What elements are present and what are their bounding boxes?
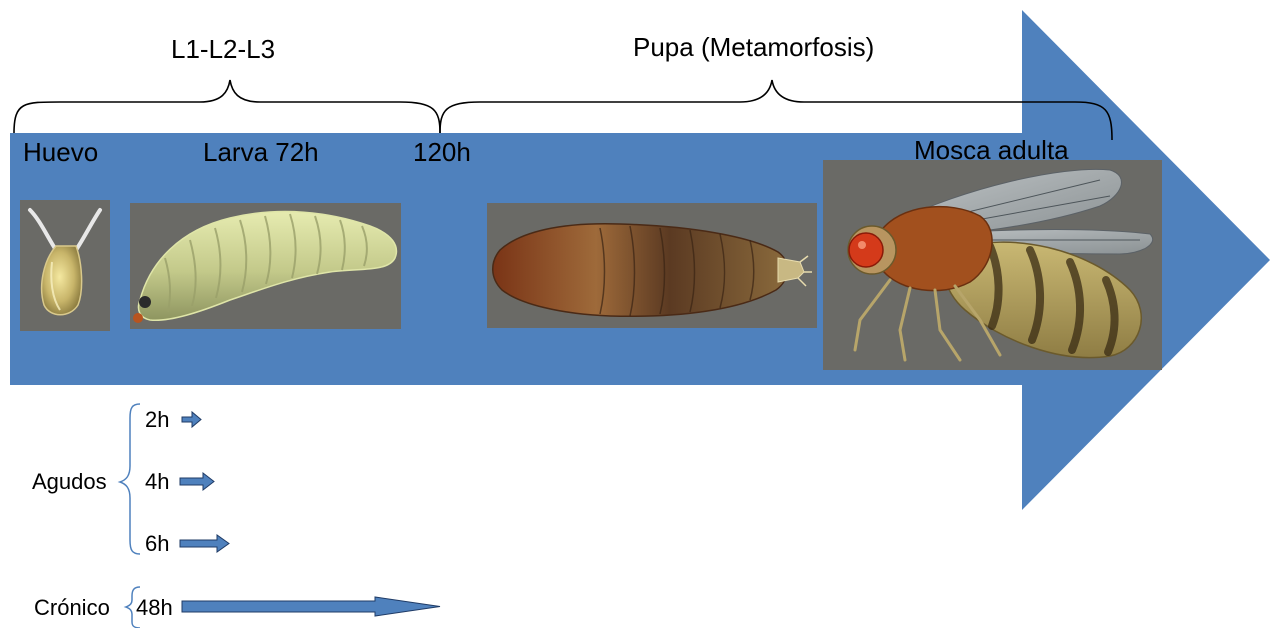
time-120h-label: 120h	[413, 139, 471, 165]
arrow-48h	[182, 597, 440, 616]
adult-fly-image	[823, 160, 1162, 370]
acute-bracket	[120, 404, 140, 554]
pupa-image	[487, 203, 817, 328]
acute-item-4h: 4h	[145, 471, 169, 493]
pupa-label: Pupa (Metamorfosis)	[633, 34, 874, 60]
larval-stages-label: L1-L2-L3	[171, 36, 275, 62]
chronic-item-48h: 48h	[136, 597, 173, 619]
larval-stages-bracket	[14, 80, 440, 133]
pupa-bracket	[440, 80, 1112, 140]
arrow-4h	[180, 473, 214, 490]
larva-image	[130, 203, 401, 329]
acute-label: Agudos	[32, 471, 107, 493]
arrow-2h	[182, 412, 201, 427]
chronic-label: Crónico	[34, 597, 110, 619]
larva-label: Larva 72h	[203, 139, 319, 165]
acute-item-6h: 6h	[145, 533, 169, 555]
egg-image	[20, 200, 110, 331]
adult-label: Mosca adulta	[914, 137, 1069, 163]
arrow-6h	[180, 535, 229, 552]
egg-label: Huevo	[23, 139, 98, 165]
acute-item-2h: 2h	[145, 409, 169, 431]
